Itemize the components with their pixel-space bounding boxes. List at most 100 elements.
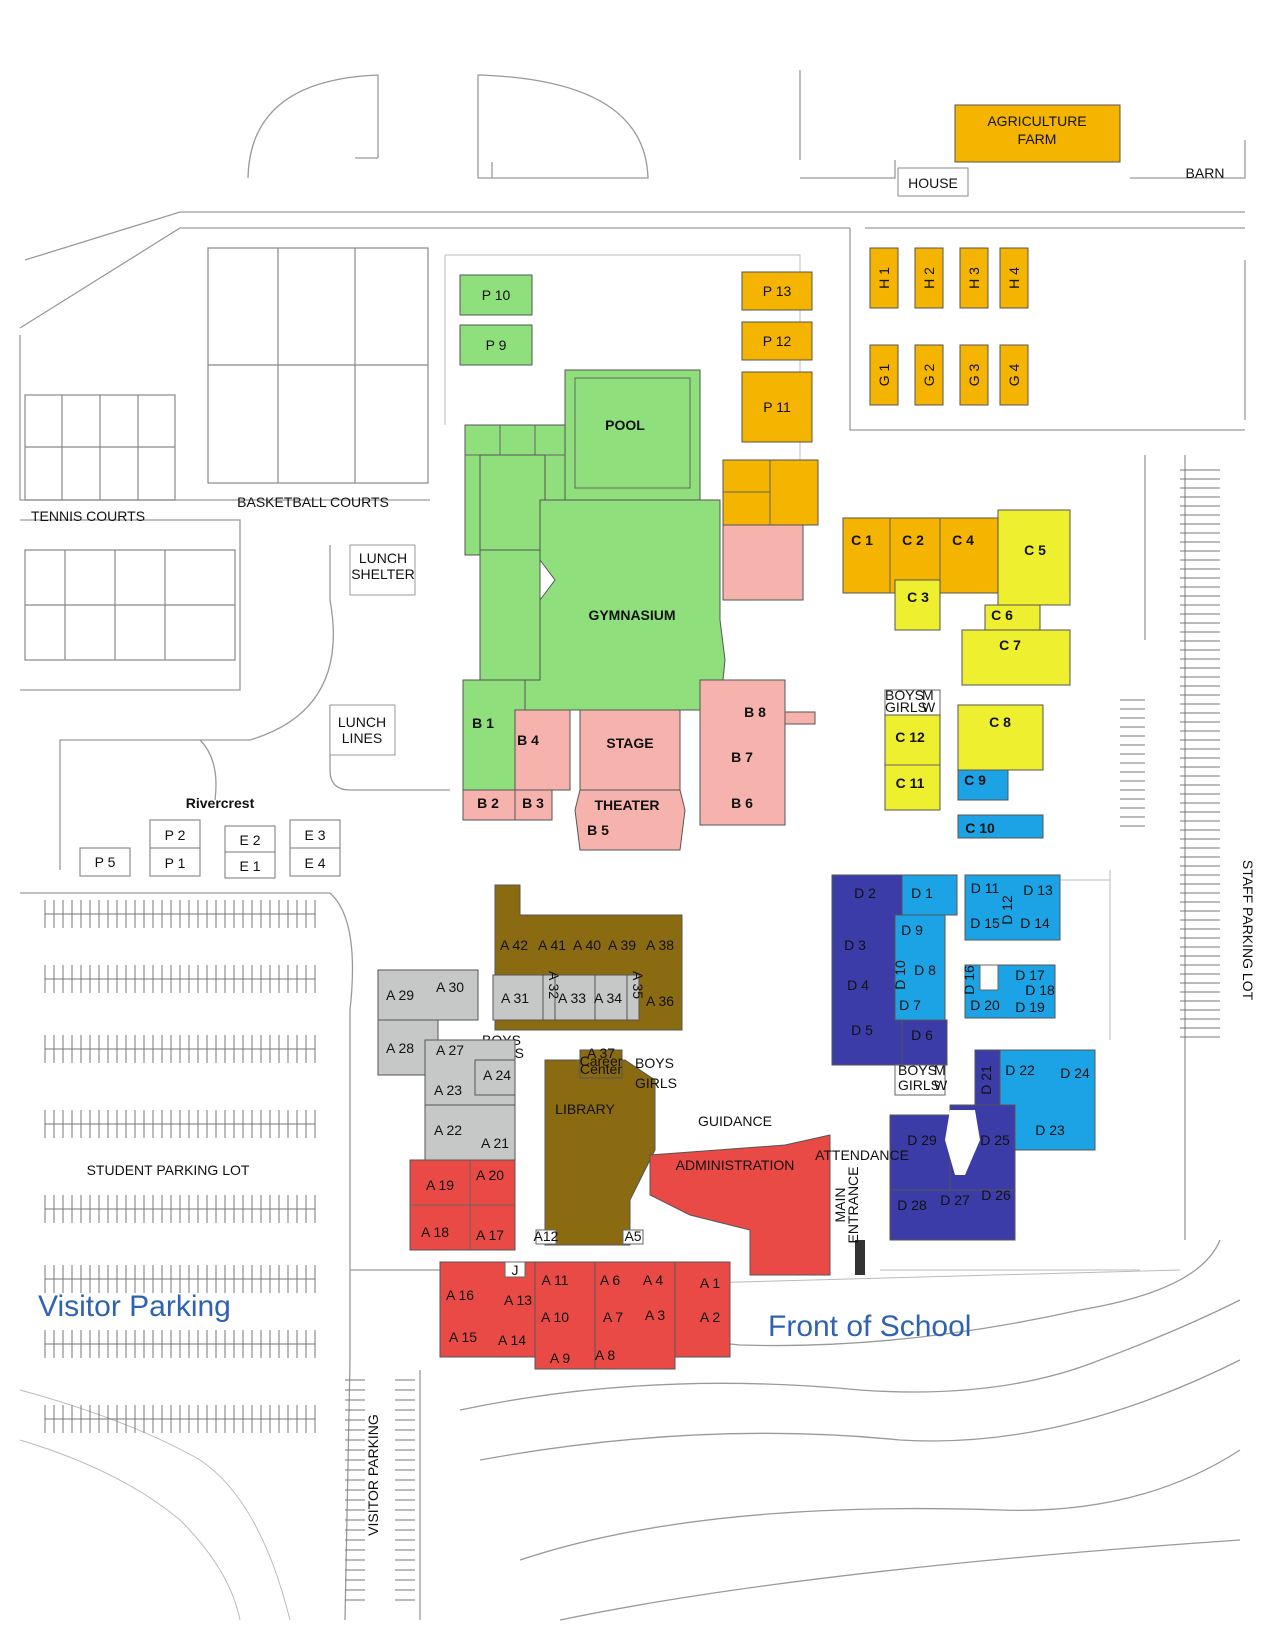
c8-label: C 8 (989, 714, 1011, 730)
b3-label: B 3 (522, 795, 544, 811)
barn-label: BARN (1186, 165, 1225, 181)
a7-label: A 7 (603, 1309, 623, 1325)
p5-label: P 5 (95, 854, 116, 870)
a-boys-restroom-label: BOYS (635, 1055, 674, 1071)
visitor-parking-stalls (345, 1379, 415, 1601)
a32-label: A 32 (546, 971, 562, 999)
attendance-label: ATTENDANCE (815, 1147, 909, 1163)
d4-label: D 4 (847, 977, 869, 993)
a30-label: A 30 (436, 979, 464, 995)
a31-label: A 31 (501, 990, 529, 1006)
d8-label: D 8 (914, 962, 936, 978)
d-women-restroom-label: W (934, 1077, 948, 1093)
a23-label: A 23 (434, 1082, 462, 1098)
j-label: J (512, 1262, 519, 1278)
d10-label: D 10 (892, 960, 908, 990)
c6-label: C 6 (991, 607, 1013, 623)
p13-room (741, 271, 813, 311)
p9-room (459, 324, 533, 366)
a42-label: A 42 (500, 937, 528, 953)
c1-label: C 1 (851, 532, 873, 548)
p1-label: P 1 (165, 855, 186, 871)
d7-label: D 7 (899, 997, 921, 1013)
student-parking-stalls (44, 900, 316, 1433)
c11-label: C 11 (896, 775, 925, 791)
b7-label: B 7 (731, 749, 753, 765)
lunch-lines-label: LUNCH (338, 714, 386, 730)
visitor-parking-vertical-label: VISITOR PARKING (365, 1414, 381, 1536)
a38-label: A 38 (646, 937, 674, 953)
a37-center-label: Center (580, 1061, 622, 1077)
c3-label: C 3 (907, 589, 929, 605)
a-wing-brown (492, 884, 683, 1246)
agriculture-farm-label: AGRICULTURE (987, 113, 1086, 129)
pool-label: POOL (605, 417, 645, 433)
a41-label: A 41 (538, 937, 566, 953)
d19-label: D 19 (1015, 999, 1045, 1015)
d29-label: D 29 (907, 1132, 937, 1148)
rivercrest-label: Rivercrest (186, 795, 255, 811)
lunch-shelter-label: LUNCH (359, 550, 407, 566)
b8-label: B 8 (744, 704, 766, 720)
a8-label: A 8 (595, 1347, 615, 1363)
d6-label: D 6 (911, 1027, 933, 1043)
basketball-courts (207, 247, 429, 484)
a4-label: A 4 (643, 1272, 663, 1288)
d28-label: D 28 (897, 1197, 927, 1213)
g4-label: G 4 (1006, 364, 1022, 387)
staff-parking-lot-label: STAFF PARKING LOT (1240, 860, 1256, 1001)
tennis-courts (24, 394, 236, 661)
b4-label: B 4 (517, 732, 539, 748)
a39-label: A 39 (608, 937, 636, 953)
a3-label: A 3 (645, 1307, 665, 1323)
d20-label: D 20 (970, 997, 1000, 1013)
b6-label: B 6 (731, 795, 753, 811)
a37-career-label: Career (580, 1053, 623, 1069)
e4-label: E 4 (304, 855, 325, 871)
a21-label: A 21 (481, 1135, 509, 1151)
a-girls-restroom-label: GIRLS (635, 1075, 677, 1091)
c7-label: C 7 (999, 637, 1021, 653)
c-girls-restroom-label: GIRLS (885, 699, 927, 715)
d5-label: D 5 (851, 1022, 873, 1038)
a40-label: A 40 (573, 937, 601, 953)
d26-label: D 26 (981, 1187, 1011, 1203)
d1-label: D 1 (911, 885, 933, 901)
a14-label: A 14 (498, 1332, 526, 1348)
c-men-restroom-label: M (922, 687, 934, 703)
house-label: HOUSE (908, 175, 958, 191)
p10-label: P 10 (482, 287, 511, 303)
c4-label: C 4 (952, 532, 974, 548)
stage-label: STAGE (606, 735, 653, 751)
main-entrance-label: MAIN (832, 1188, 848, 1223)
d27-label: D 27 (940, 1192, 970, 1208)
a37-label: A 37 (587, 1045, 615, 1061)
p12-label: P 12 (763, 333, 792, 349)
e2-label: E 2 (239, 832, 260, 848)
p10-room (459, 274, 533, 316)
a33-label: A 33 (558, 990, 586, 1006)
b5-label: B 5 (587, 822, 609, 838)
a-wing-gray (377, 969, 516, 1161)
p2-label: P 2 (165, 827, 186, 843)
b2-label: B 2 (477, 795, 499, 811)
d21-label: D 21 (978, 1065, 994, 1095)
p12-room (741, 321, 813, 361)
c-women-restroom-label: W (922, 699, 936, 715)
d22-label: D 22 (1005, 1062, 1035, 1078)
a18-label: A 18 (421, 1224, 449, 1240)
a17-label: A 17 (476, 1227, 504, 1243)
d24-label: D 24 (1060, 1065, 1090, 1081)
a12-label: A12 (534, 1228, 559, 1244)
a15-label: A 15 (449, 1329, 477, 1345)
staff-parking-stalls (1120, 469, 1220, 1038)
d9-label: D 9 (901, 922, 923, 938)
a-wing-red (409, 1134, 865, 1370)
library-label: LIBRARY (555, 1101, 615, 1117)
d16-label: D 16 (961, 965, 977, 995)
a24-label: A 24 (483, 1067, 511, 1083)
c2-label: C 2 (902, 532, 924, 548)
d12-label: D 12 (999, 895, 1015, 925)
a29-label: A 29 (386, 987, 414, 1003)
student-parking-lot-label: STUDENT PARKING LOT (87, 1162, 250, 1178)
